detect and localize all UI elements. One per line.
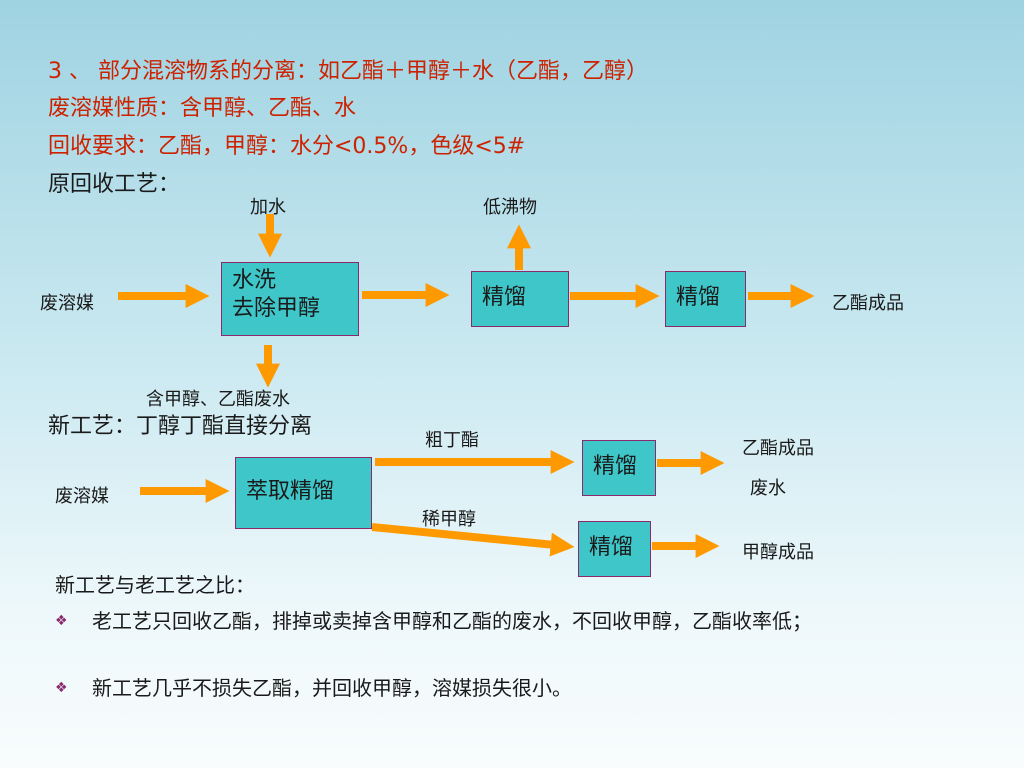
arrow-extract-to-bottom	[371, 523, 575, 557]
label-low-boilers: 低沸物	[483, 197, 537, 218]
label-new-feed: 废溶媒	[55, 486, 109, 507]
heading-line-2: 废溶媒性质：含甲醇、乙酯、水	[48, 96, 357, 121]
label-add-water: 加水	[250, 197, 286, 218]
box-extractive-distillation: 萃取精馏	[235, 457, 372, 529]
label-wastewater-new: 废水	[750, 478, 786, 499]
label-methanol-product: 甲醇成品	[742, 542, 814, 563]
heading-line-1: 3 、 部分混溶物系的分离：如乙酯＋甲醇＋水（乙酯，乙醇）	[48, 59, 648, 84]
box-water-wash-line2: 去除甲醇	[232, 296, 321, 321]
box-distill-1: 精馏	[471, 271, 569, 327]
comparison-bullet-2-text: 新工艺几乎不损失乙酯，并回收甲醇，溶媒损失很小。	[92, 676, 572, 700]
comparison-title: 新工艺与老工艺之比：	[55, 573, 255, 597]
heading-line-3: 回收要求：乙酯，甲醇：水分<0.5%，色级<5#	[48, 134, 526, 159]
box-distill-top: 精馏	[582, 440, 656, 496]
box-distill-bottom: 精馏	[578, 521, 651, 577]
label-dilute-methanol: 稀甲醇	[422, 509, 476, 530]
label-old-feed: 废溶媒	[40, 293, 94, 314]
box-water-wash-line1: 水洗	[232, 268, 277, 293]
diamond-bullet-icon: ❖	[55, 613, 68, 629]
box-distill-2: 精馏	[665, 271, 746, 327]
comparison-bullet-1-text: 老工艺只回收乙酯，排掉或卖掉含甲醇和乙酯的废水，不回收甲醇，乙酯收率低；	[92, 609, 812, 633]
label-ester-product-new: 乙酯成品	[742, 438, 814, 459]
box-water-wash: 水洗 去除甲醇	[221, 262, 359, 336]
diamond-bullet-icon: ❖	[55, 680, 68, 696]
heading-line-4: 原回收工艺：	[48, 172, 181, 197]
label-old-product: 乙酯成品	[832, 293, 904, 314]
label-wastewater-old: 含甲醇、乙酯废水	[146, 389, 290, 410]
new-process-title: 新工艺：丁醇丁酯直接分离	[48, 414, 313, 439]
label-crude-butyl-ester: 粗丁酯	[425, 430, 479, 451]
